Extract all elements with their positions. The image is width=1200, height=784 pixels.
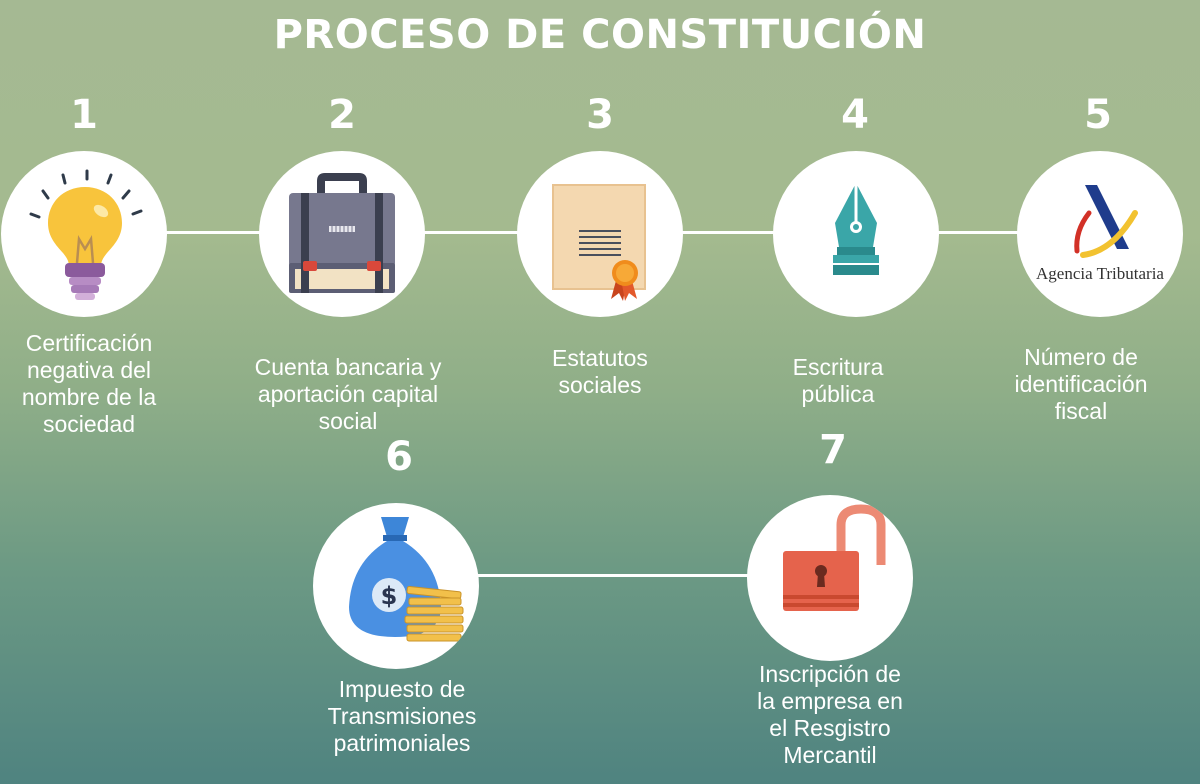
fountain-pen-icon [833,183,879,275]
open-padlock-icon [783,504,886,611]
agencia-tributaria-logo: Agencia Tributaria [1036,185,1164,283]
step-1-label: Certificación negativa del nombre de la … [21,330,157,437]
step-6-circle: $ [313,503,479,669]
step-3-circle [517,151,683,317]
page-title: PROCESO DE CONSTITUCIÓN [273,12,927,58]
step-6-label: Impuesto de Transmisiones patrimoniales [327,676,477,756]
step-6-number: 6 [385,434,413,480]
connector-line-bottom [396,574,830,577]
svg-text:$: $ [381,582,398,610]
step-4-circle [773,151,939,317]
step-2-circle [259,151,425,317]
step-3-label: Estatutos sociales [552,345,648,398]
step-1-circle [1,151,167,317]
step-4-number: 4 [841,92,869,138]
briefcase-icon [289,173,395,293]
agencia-tributaria-logo-text: Agencia Tributaria [1036,264,1164,283]
step-5-circle: Agencia Tributaria [1017,151,1183,317]
step-7-circle [747,495,913,661]
lightbulb-icon [29,169,143,300]
step-2-number: 2 [328,92,356,138]
money-bag-icon: $ [349,517,464,642]
step-5-label: Número de identificación fiscal [1014,344,1148,424]
certificate-document-icon [552,184,646,301]
step-1-number: 1 [70,92,98,138]
step-2-label: Cuenta bancaria y aportación capital soc… [254,354,442,434]
step-7-label: Inscripción de la empresa en el Resgistr… [757,661,903,768]
step-5-number: 5 [1084,92,1112,138]
step-3-number: 3 [586,92,614,138]
step-4-label: Escritura pública [792,354,884,407]
step-7-number: 7 [819,427,847,473]
